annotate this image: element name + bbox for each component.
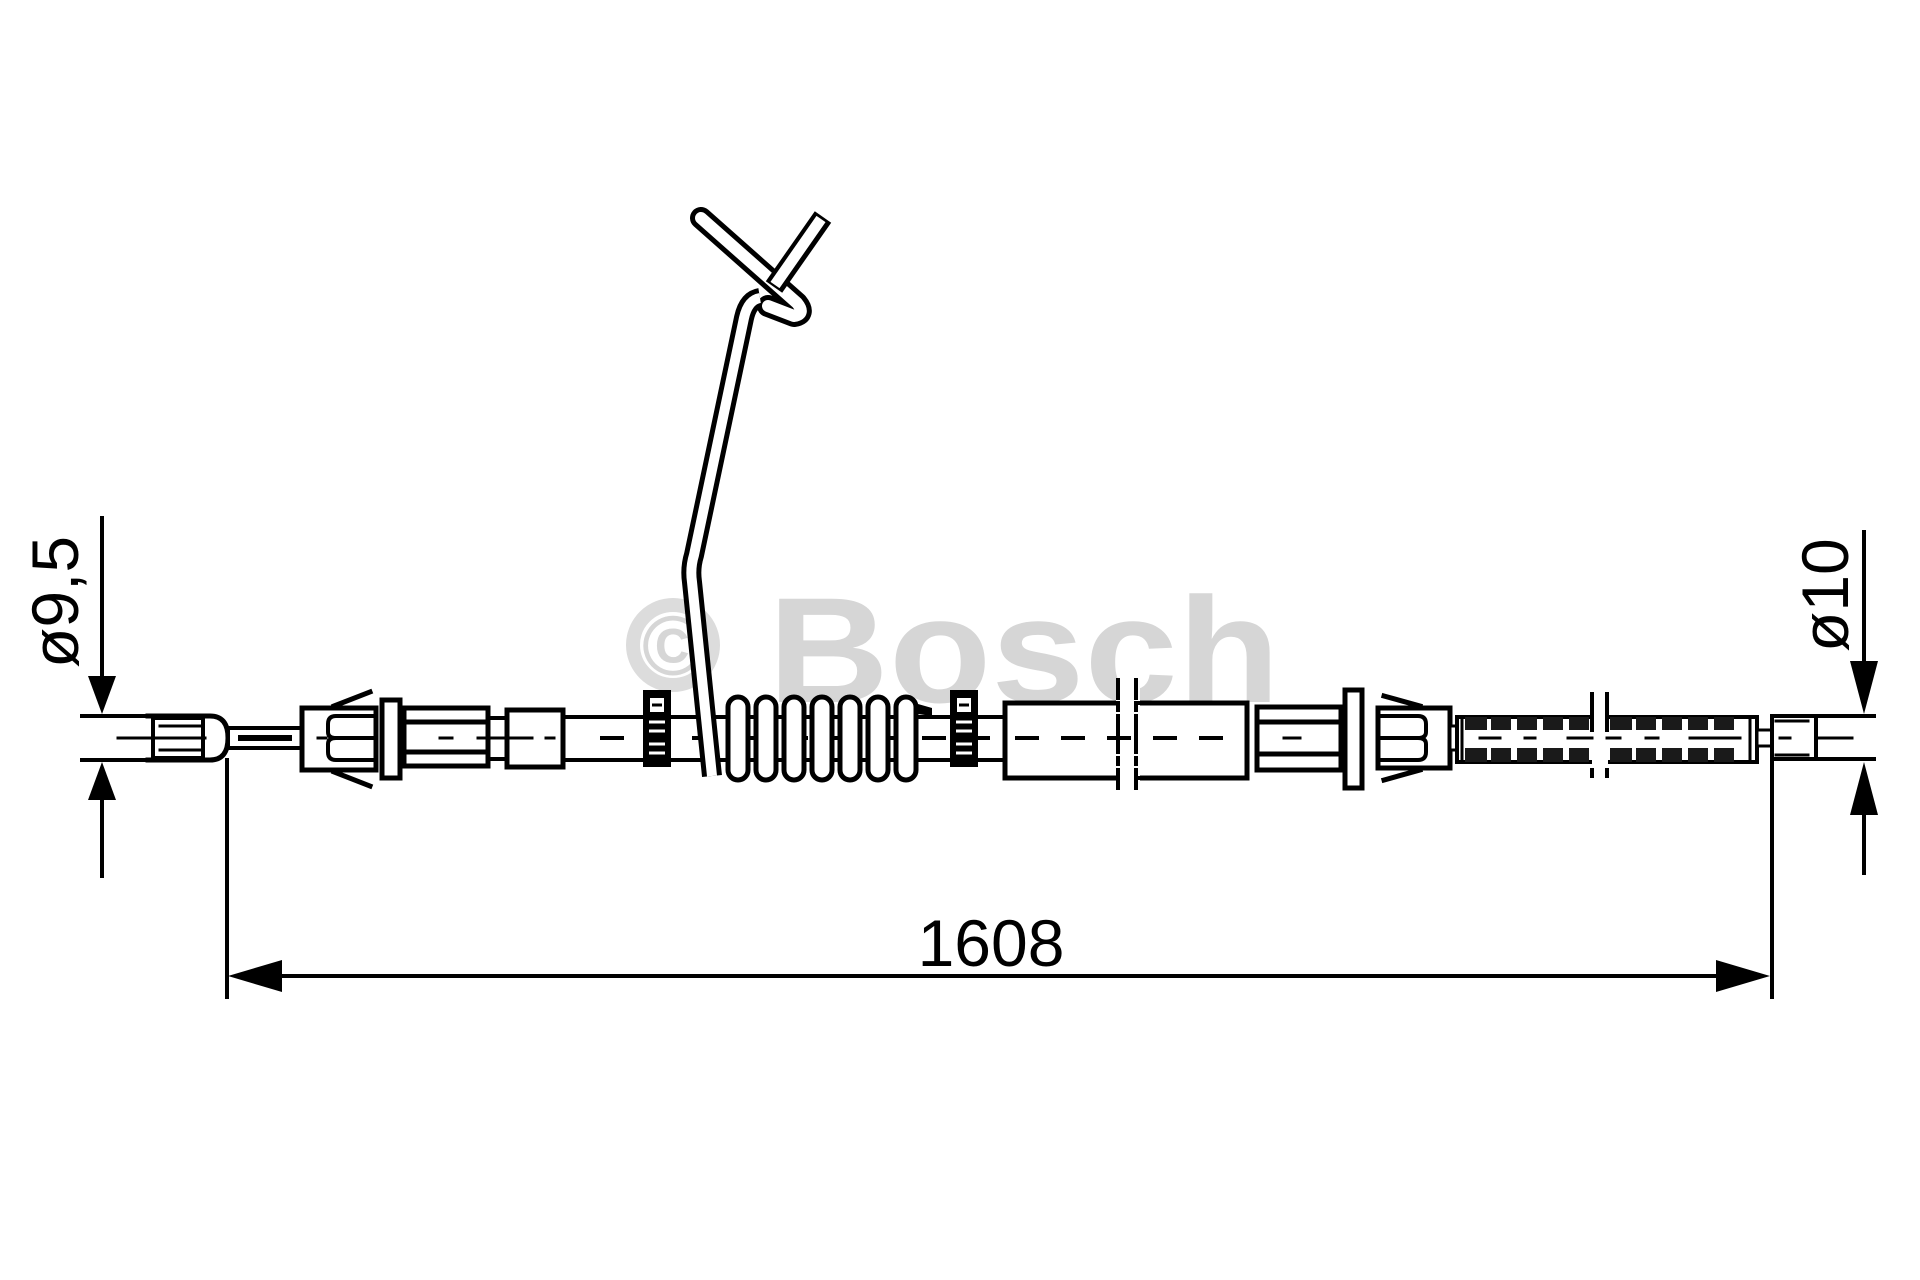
arrow-down-icon: [88, 676, 116, 714]
arrow-down-icon: [1850, 661, 1878, 714]
left-diameter-label: ø9,5: [18, 536, 92, 668]
ridged-boot: [1455, 692, 1759, 780]
arrow-left-icon: [228, 960, 282, 992]
right-end-fitting: [1755, 714, 1854, 761]
left-diameter-dimension: ø9,5: [18, 516, 150, 878]
right-diameter-label: ø10: [1788, 538, 1862, 652]
brake-lever: [681, 207, 832, 778]
right-diameter-dimension: ø10: [1788, 530, 1878, 875]
cable-clamp-right: [950, 690, 978, 767]
arrow-right-icon: [1716, 960, 1770, 992]
overall-length-dimension: 1608: [225, 758, 1774, 999]
right-clip-connector: [1254, 687, 1460, 791]
middle-sleeve: [1002, 678, 1250, 794]
copyright-icon: [626, 598, 720, 692]
cable-clamp-left: [643, 690, 671, 767]
left-end-fitting: [116, 713, 304, 763]
left-sleeve: [504, 707, 566, 770]
length-label: 1608: [918, 906, 1065, 980]
left-clip-connector: [299, 688, 509, 790]
arrow-up-icon: [1850, 762, 1878, 815]
arrow-up-icon: [88, 762, 116, 800]
tension-spring: [725, 694, 932, 783]
